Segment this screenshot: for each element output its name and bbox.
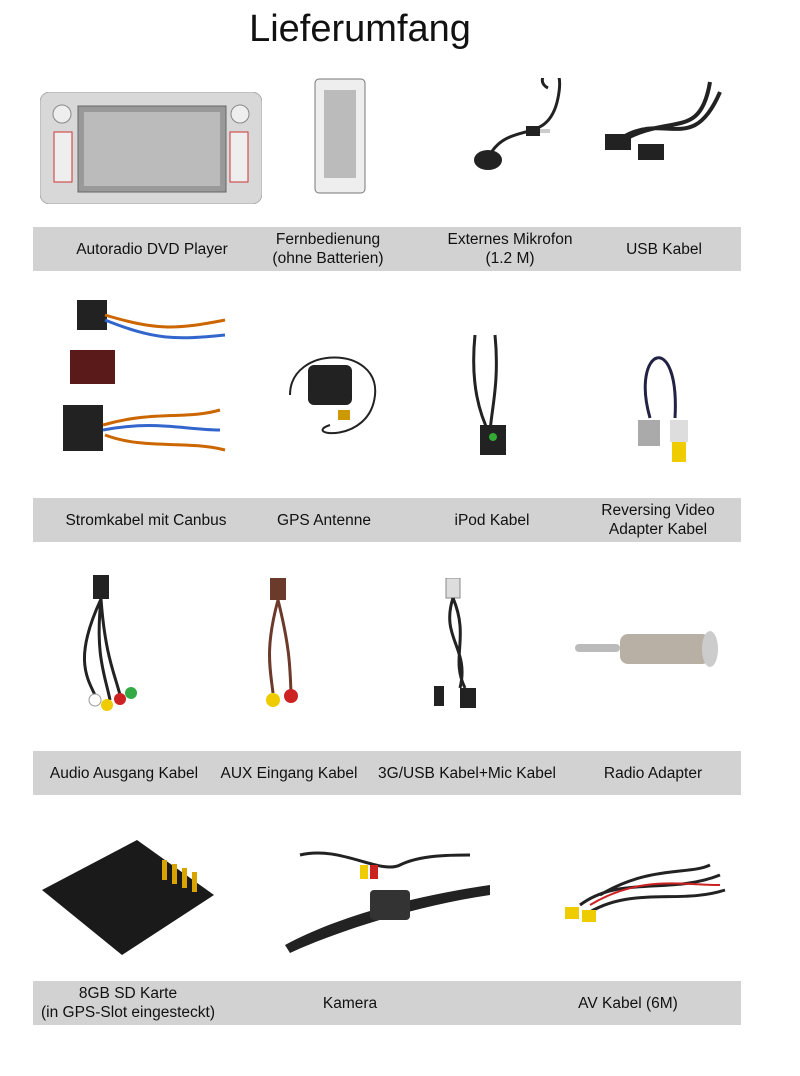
item-label: Kamera	[322, 994, 378, 1012]
item-label: Autoradio DVD Player	[76, 240, 228, 258]
sd-card-image	[42, 840, 214, 955]
power-cable-canbus-image	[63, 300, 226, 452]
gps-antenna-image	[289, 356, 377, 435]
usb-cable-image	[605, 81, 722, 160]
aux-input-cable-image	[266, 578, 298, 707]
item-label: Reversing Video Adapter Kabel	[601, 502, 715, 538]
item-label: AV Kabel (6M)	[578, 994, 678, 1012]
label-bar-row-4	[33, 981, 741, 1025]
item-label: iPod Kabel	[454, 511, 530, 529]
page-title: Lieferumfang	[249, 8, 471, 50]
label-bar-row-3	[33, 751, 741, 795]
radio-adapter-image	[575, 631, 718, 667]
microphone-image	[474, 78, 562, 170]
item-label: USB Kabel	[626, 240, 702, 258]
autoradio-dvd-player-image	[40, 92, 262, 204]
label-bar-row-2	[33, 498, 741, 542]
audio-output-cable-image	[82, 575, 137, 711]
item-label: Audio Ausgang Kabel	[49, 764, 199, 782]
item-label: 8GB SD Karte (in GPS-Slot eingesteckt)	[40, 985, 215, 1021]
remote-control-image	[314, 78, 366, 194]
ipod-cable-image	[472, 334, 506, 455]
item-label: AUX Eingang Kabel	[220, 764, 358, 782]
camera-image	[285, 851, 490, 953]
item-label: Stromkabel mit Canbus	[65, 511, 227, 529]
label-bar-row-1	[33, 227, 741, 271]
av-cable-image	[565, 863, 726, 922]
reversing-video-adapter-image	[638, 356, 688, 462]
item-label: GPS Antenne	[277, 511, 371, 529]
3g-usb-mic-cable-image	[434, 578, 476, 708]
item-label: Radio Adapter	[603, 764, 703, 782]
item-label: Externes Mikrofon (1.2 M)	[447, 231, 573, 267]
item-label: 3G/USB Kabel+Mic Kabel	[378, 764, 556, 782]
item-label: Fernbedienung (ohne Batterien)	[272, 231, 384, 267]
